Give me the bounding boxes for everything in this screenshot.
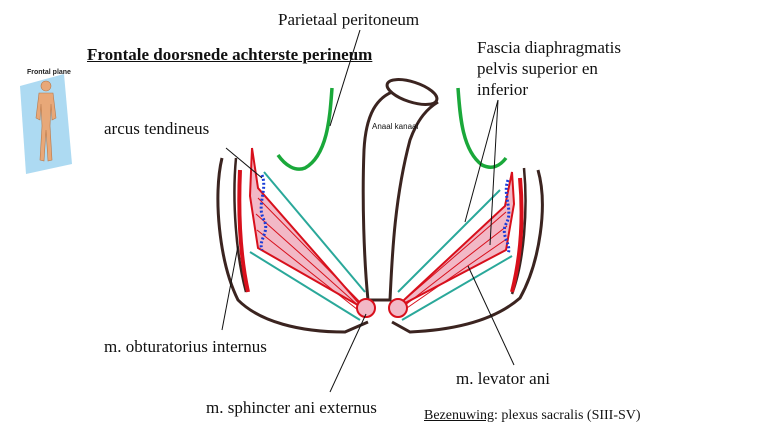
leader-fascia-2 (489, 99, 499, 246)
diagram-title: Frontale doorsnede achterste perineum (87, 45, 373, 64)
left-parietal-peritoneum (276, 87, 334, 171)
leader-levator (467, 265, 515, 366)
left-obturator-wall (233, 157, 248, 293)
label-fascia-line-3: inferior (477, 80, 528, 99)
left-levator-ani-muscle (248, 147, 371, 313)
leader-arcus (225, 147, 263, 179)
right-levator-striation-3 (403, 237, 509, 311)
human-figure-icon (35, 80, 57, 162)
left-sphincter-section (356, 298, 376, 318)
left-levator-striation-1 (257, 197, 363, 305)
left-nerve-plexus (259, 174, 268, 251)
left-fascia-superior (263, 171, 366, 293)
footer-rest: : plexus sacralis (SIII-SV) (493, 408, 641, 423)
label-fascia-line-2: pelvis superior en (477, 59, 598, 78)
anal-canal-opening (385, 78, 439, 106)
footer-innervation: Bezenuwing: plexus sacralis (SIII-SV) (424, 408, 641, 424)
label-anaal-kanaal: Anaal kanaal (372, 122, 419, 131)
right-sphincter-section (388, 298, 408, 318)
left-obturator-muscle (237, 169, 250, 293)
left-levator-striation-2 (255, 213, 361, 308)
right-pelvic-wall (391, 169, 544, 334)
right-levator-striation-1 (401, 211, 507, 303)
left-levator-striation-3 (256, 229, 359, 311)
label-obturatorius-internus: m. obturatorius internus (104, 337, 267, 356)
right-fascia-superior (397, 189, 501, 293)
leader-parietaal (329, 29, 361, 127)
leader-obturatorius (221, 245, 239, 331)
label-sphincter-ani-externus: m. sphincter ani externus (206, 398, 377, 417)
left-pelvic-wall (216, 157, 369, 334)
footer-prefix: Bezenuwing (424, 408, 494, 423)
label-arcus-tendineus: arcus tendineus (104, 119, 210, 138)
right-parietal-peritoneum (456, 87, 508, 169)
leader-sphincter (329, 313, 367, 393)
leader-fascia-1 (464, 99, 499, 223)
frontal-plane-thumbnail (20, 74, 72, 174)
left-fascia-inferior (249, 251, 361, 321)
right-nerve-plexus (502, 179, 511, 255)
right-levator-striation-2 (403, 225, 508, 307)
frontal-plane-label: Frontal plane (27, 69, 71, 76)
right-fascia-inferior (401, 255, 513, 321)
label-fascia-line-1: Fascia diaphragmatis (477, 38, 621, 57)
right-obturator-muscle (510, 177, 524, 293)
label-levator-ani: m. levator ani (456, 369, 550, 388)
leader-lines (221, 29, 515, 393)
label-parietaal-peritoneum: Parietaal peritoneum (278, 10, 420, 29)
